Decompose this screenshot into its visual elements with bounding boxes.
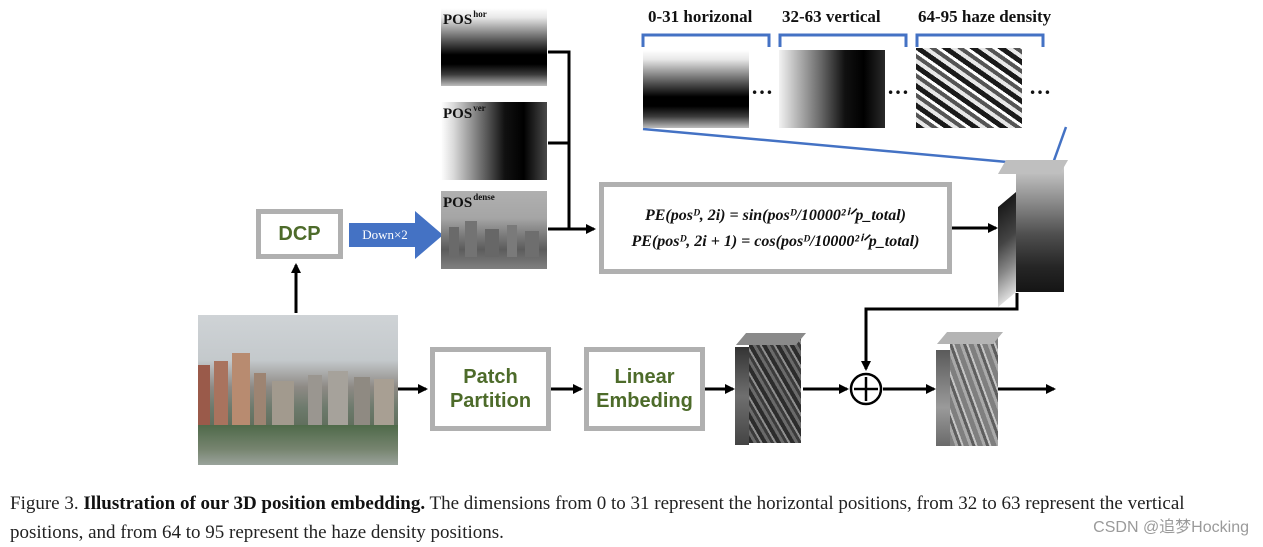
- pos-hor-label: POShor: [443, 9, 487, 28]
- pos-ver-label: POSver: [443, 103, 486, 122]
- formula-line-2: PE(posᴰ, 2i + 1) = cos(posᴰ/10000²ⁱᐟp_to…: [631, 233, 920, 250]
- bracket-vertical: [778, 33, 908, 47]
- caption-prefix: Figure 3.: [10, 493, 79, 514]
- zoom-line-left: [642, 127, 1041, 167]
- bracket-haze: [915, 33, 1045, 47]
- formula-line-1: PE(posᴰ, 2i) = sin(posᴰ/10000²ⁱᐟp_total): [644, 207, 907, 224]
- down-arrow: [349, 211, 443, 259]
- ellipsis-3: …: [1029, 74, 1052, 99]
- csdn-watermark: CSDN @追梦Hocking: [1093, 519, 1249, 536]
- heading-haze: 64-95 haze density: [918, 7, 1052, 26]
- linear-embedding-line2: Embeding: [596, 390, 693, 412]
- patch-partition-line1: Patch: [463, 366, 518, 388]
- input-hazy-image: [198, 315, 398, 465]
- patch-partition-box: Patch Partition: [430, 347, 551, 431]
- pos-dense-image: [441, 191, 547, 269]
- output-cube: [936, 330, 1004, 450]
- feature-map-haze: [916, 48, 1022, 128]
- down-label: Down×2: [362, 227, 408, 242]
- figure-caption: Figure 3. Illustration of our 3D positio…: [10, 489, 1255, 547]
- pos-hor-image: [441, 8, 547, 86]
- feature-map-vertical: [779, 50, 885, 128]
- heading-vertical: 32-63 vertical: [782, 7, 881, 26]
- ellipsis-1: …: [751, 74, 774, 99]
- position-embedding-cube: [997, 160, 1069, 308]
- pos-ver-image: [441, 102, 547, 180]
- ellipsis-2: …: [887, 74, 910, 99]
- feature-map-horizontal: [643, 50, 749, 128]
- linear-embedding-line1: Linear: [614, 366, 675, 388]
- zoom-line-right: [1050, 126, 1068, 167]
- token-cube: [735, 333, 807, 445]
- formula-box: PE(posᴰ, 2i) = sin(posᴰ/10000²ⁱᐟp_total)…: [599, 182, 952, 274]
- dcp-label: DCP: [278, 223, 321, 245]
- linear-embedding-box: Linear Embeding: [584, 347, 705, 431]
- pos-merge-line: [548, 50, 571, 229]
- caption-bold: Illustration of our 3D position embeddin…: [83, 493, 426, 514]
- bracket-horizontal: [641, 33, 771, 47]
- arrow-cube-to-plus: [861, 293, 1019, 371]
- dcp-box: DCP: [256, 209, 343, 259]
- patch-partition-line2: Partition: [449, 390, 532, 412]
- caption-rest: The dimensions from 0 to 31 represent th…: [10, 493, 1185, 543]
- heading-horizontal: 0-31 horizonal: [648, 7, 753, 26]
- pos-dense-label: POSdense: [443, 192, 495, 211]
